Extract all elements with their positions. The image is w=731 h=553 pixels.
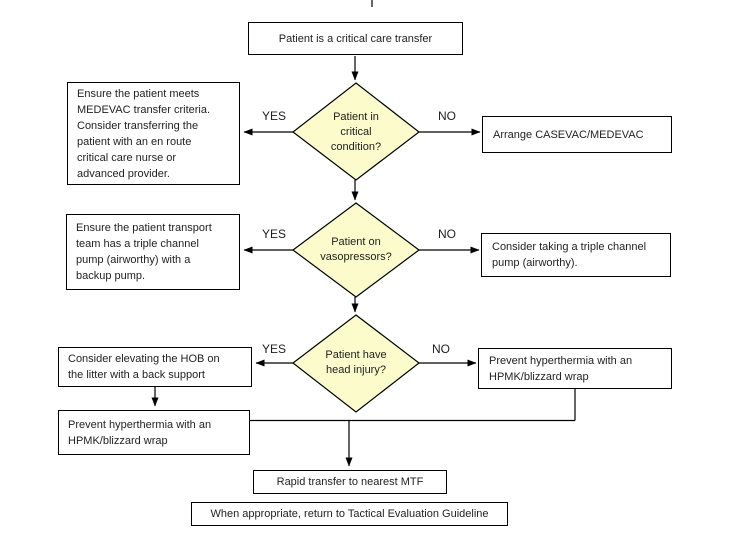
decision1-yes-action-label: Ensure the patient meets MEDEVAC transfe…: [77, 87, 211, 180]
end-node-return-guideline-label: When appropriate, return to Tactical Eva…: [210, 508, 489, 520]
start-node-label: Patient is a critical care transfer: [278, 32, 433, 45]
decision1-yes-label: YES: [261, 109, 286, 123]
decision3-yes-action-label: Consider elevating the HOB on the litter…: [68, 353, 220, 381]
decision1-no-label: NO: [438, 109, 456, 123]
decision1-diamond: [292, 82, 420, 181]
decision3-diamond: [292, 314, 420, 413]
decision3-question: Patient have head injury?: [325, 349, 387, 376]
decision3-yes-action-node: Consider elevating the HOB on the litter…: [58, 347, 252, 387]
decision1-no-action-node: Arrange CASEVAC/MEDEVAC: [482, 116, 672, 153]
end-node-rapid-transfer: Rapid transfer to nearest MTF: [253, 470, 447, 494]
decision2-yes-label: YES: [261, 227, 286, 241]
decision3-yes-followup-node: Prevent hyperthermia with an HPMK/blizza…: [58, 410, 250, 455]
end-node-rapid-transfer-label: Rapid transfer to nearest MTF: [276, 476, 424, 488]
decision2-no-label: NO: [438, 227, 456, 241]
start-node: Patient is a critical care transfer: [248, 22, 463, 55]
decision2-no-action-label: Consider taking a triple channel pump (a…: [492, 241, 647, 269]
decision3-no-label: NO: [432, 342, 450, 356]
decision3-no-action-label: Prevent hyperthermia with an HPMK/blizza…: [489, 354, 633, 383]
decision1-yes-action-node: Ensure the patient meets MEDEVAC transfe…: [67, 82, 240, 185]
decision2-question: Patient on vasopressors?: [320, 236, 392, 263]
merge-connector: [250, 388, 576, 422]
decision3-yes-label: YES: [261, 342, 286, 356]
decision1-question: Patient in critical condition?: [330, 111, 382, 153]
decision2-yes-action-label: Ensure the patient transport team has a …: [76, 222, 212, 282]
end-node-return-guideline: When appropriate, return to Tactical Eva…: [191, 502, 508, 526]
decision3-yes-followup-label: Prevent hyperthermia with an HPMK/blizza…: [68, 418, 212, 447]
decision2-yes-action-node: Ensure the patient transport team has a …: [66, 214, 240, 290]
decision1-no-action-label: Arrange CASEVAC/MEDEVAC: [493, 128, 644, 141]
decision2-diamond: [291, 202, 421, 298]
decision3-no-action-node: Prevent hyperthermia with an HPMK/blizza…: [478, 348, 672, 389]
decision2-no-action-node: Consider taking a triple channel pump (a…: [481, 233, 671, 277]
